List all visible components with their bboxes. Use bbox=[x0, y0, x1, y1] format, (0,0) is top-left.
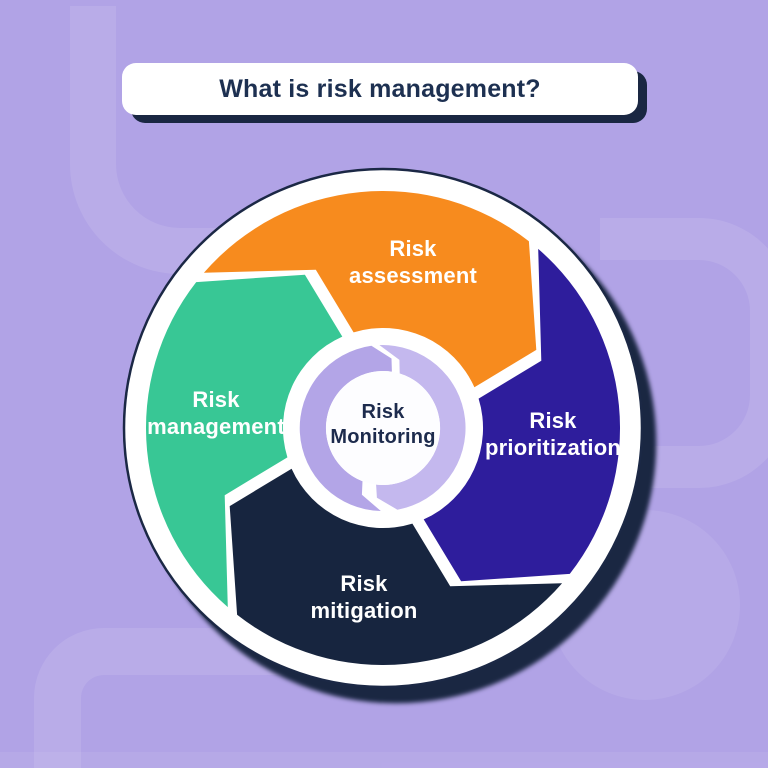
segment-risk-prioritization bbox=[423, 248, 621, 582]
page-title: What is risk management? bbox=[219, 74, 541, 103]
center-circle bbox=[326, 371, 440, 485]
segment-risk-management bbox=[145, 274, 343, 608]
title-card: What is risk management? bbox=[122, 63, 638, 115]
segment-risk-mitigation bbox=[229, 468, 563, 666]
center-ring-arrow-right bbox=[376, 345, 466, 510]
segment-risk-assessment bbox=[203, 190, 537, 388]
center-ring-arrow-left bbox=[299, 345, 392, 511]
